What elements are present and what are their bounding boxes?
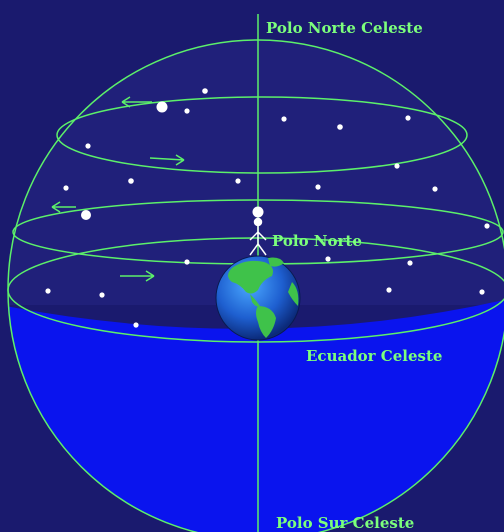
stick-figure-observer-icon [249,217,267,256]
star [99,292,105,298]
star [184,108,190,114]
earth-globe-icon [215,255,301,341]
star [325,256,331,262]
rotation-arrow-icon [120,270,155,282]
star [479,289,485,295]
star [156,101,168,113]
star [63,185,69,191]
star [235,178,241,184]
label-south-celestial-pole: Polo Sur Celeste [276,514,414,532]
label-celestial-equator: Ecuador Celeste [306,347,442,365]
star [337,124,343,130]
star [407,260,413,266]
star [184,259,190,265]
rotation-arrow-icon [51,201,76,213]
star [202,88,208,94]
star [85,143,91,149]
star-polaris [252,206,264,218]
label-north-celestial-pole: Polo Norte Celeste [266,19,423,37]
star [405,115,411,121]
star [133,322,139,328]
star [432,186,438,192]
star [128,178,134,184]
rotation-arrow-icon [121,96,152,108]
star [386,287,392,293]
stars [45,88,490,328]
rotation-arrow-icon [149,154,185,166]
star [281,116,287,122]
lower-hemisphere [8,300,504,532]
label-north-pole: Polo Norte [272,232,362,250]
star [484,223,490,229]
star [315,184,321,190]
star-path-upper [56,96,468,174]
star [45,288,51,294]
star [81,210,91,220]
star [394,163,400,169]
